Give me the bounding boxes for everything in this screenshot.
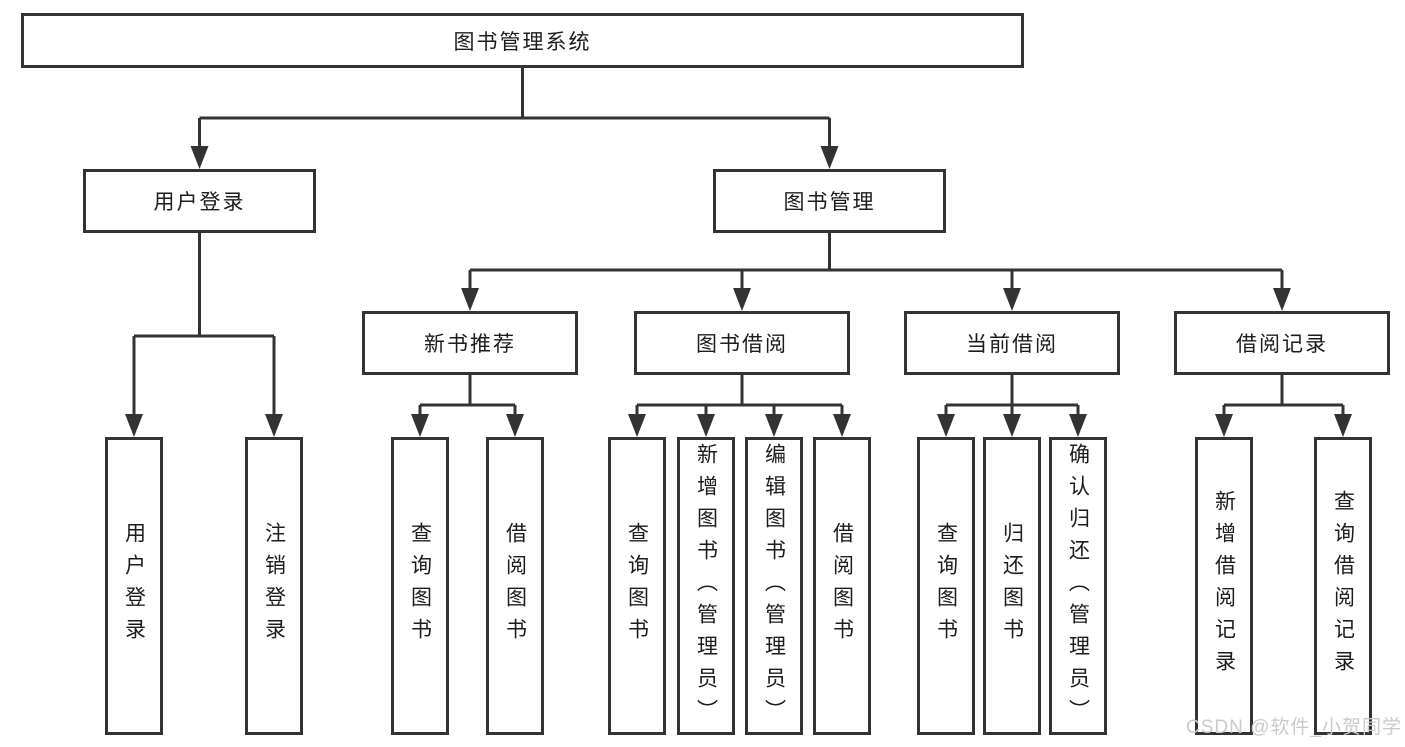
- node-label: 图书管理: [783, 191, 876, 214]
- arrowhead: [937, 414, 955, 437]
- node-current-borrow: 当前借阅: [904, 311, 1120, 375]
- leaf-label: 归还图书: [1000, 522, 1024, 650]
- node-book-borrow: 图书借阅: [634, 311, 850, 375]
- leaf-borrow-books-recommend: 借阅图书: [486, 437, 544, 735]
- node-borrow-records: 借阅记录: [1174, 311, 1390, 375]
- node-label: 图书管理系统: [453, 30, 592, 54]
- arrowhead: [1215, 414, 1233, 437]
- arrowhead: [733, 288, 751, 311]
- arrowhead: [1334, 414, 1352, 437]
- leaf-label: 查询图书: [934, 522, 958, 650]
- leaf-label: 用户登录: [122, 522, 146, 650]
- leaf-label: 查询图书: [625, 522, 649, 650]
- arrowhead: [820, 146, 839, 169]
- arrowhead: [1069, 414, 1087, 437]
- connector-path: [132, 68, 1345, 414]
- leaf-label: 注销登录: [262, 522, 286, 650]
- node-new-book-recommend: 新书推荐: [362, 311, 578, 375]
- leaf-query-books-borrow: 查询图书: [608, 437, 666, 735]
- arrowhead: [506, 414, 524, 437]
- leaf-edit-books-admin: 编辑图书（管理员）: [745, 437, 803, 735]
- node-label: 当前借阅: [966, 333, 1058, 356]
- node-library-system-root: 图书管理系统: [21, 13, 1024, 68]
- leaf-label: 新增图书（管理员）: [694, 443, 718, 731]
- leaf-query-borrow-record: 查询借阅记录: [1314, 437, 1372, 735]
- arrowhead: [265, 414, 283, 437]
- node-label: 新书推荐: [424, 333, 516, 356]
- leaf-label: 编辑图书（管理员）: [762, 443, 786, 731]
- node-book-management-branch: 图书管理: [713, 169, 946, 233]
- leaf-add-borrow-record: 新增借阅记录: [1195, 437, 1253, 735]
- leaf-query-books-current: 查询图书: [917, 437, 975, 735]
- leaf-return-books: 归还图书: [983, 437, 1041, 735]
- node-label: 借阅记录: [1236, 333, 1328, 356]
- arrowhead: [411, 414, 429, 437]
- arrowhead: [833, 414, 851, 437]
- arrowhead: [1003, 414, 1021, 437]
- csdn-watermark: CSDN @软件_小贺同学: [1186, 717, 1402, 738]
- leaf-label: 查询图书: [408, 522, 432, 650]
- arrowhead: [628, 414, 646, 437]
- arrowheads: [125, 146, 1352, 437]
- leaf-query-books-recommend: 查询图书: [391, 437, 449, 735]
- arrowhead: [697, 414, 715, 437]
- arrowhead: [1003, 288, 1021, 311]
- arrowhead: [125, 414, 143, 437]
- node-user-login-branch: 用户登录: [83, 169, 316, 233]
- arrowhead: [765, 414, 783, 437]
- leaf-label: 新增借阅记录: [1212, 490, 1236, 682]
- node-label: 图书借阅: [696, 333, 788, 356]
- leaf-label: 借阅图书: [503, 522, 527, 650]
- leaf-label: 确认归还（管理员）: [1066, 443, 1090, 731]
- arrowhead: [461, 288, 479, 311]
- arrowhead: [190, 146, 209, 169]
- leaf-confirm-return-admin: 确认归还（管理员）: [1049, 437, 1107, 735]
- leaf-label: 借阅图书: [830, 522, 854, 650]
- leaf-user-login: 用户登录: [105, 437, 163, 735]
- leaf-label: 查询借阅记录: [1331, 490, 1355, 682]
- leaf-add-books-admin: 新增图书（管理员）: [677, 437, 735, 735]
- leaf-borrow-books: 借阅图书: [813, 437, 871, 735]
- leaf-logout: 注销登录: [245, 437, 303, 735]
- arrowhead: [1273, 288, 1291, 311]
- node-label: 用户登录: [153, 191, 246, 214]
